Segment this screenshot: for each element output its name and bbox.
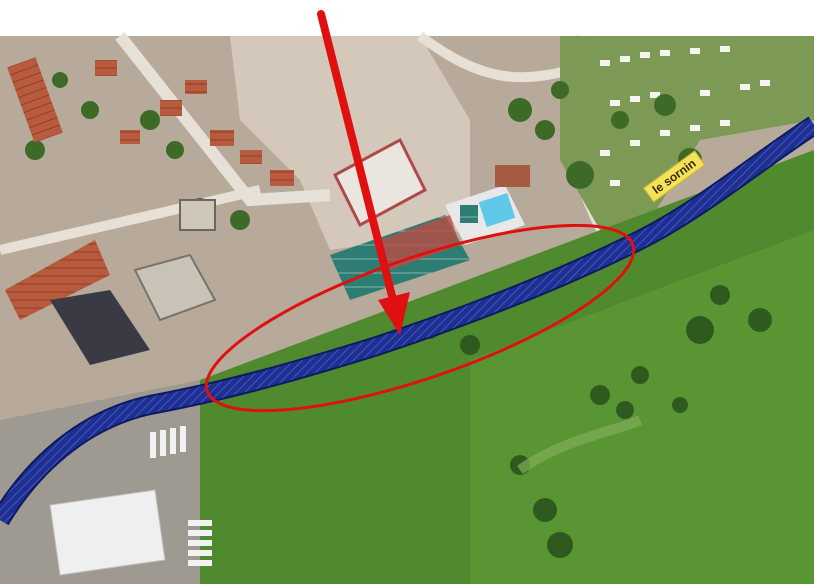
- road: [0, 185, 262, 255]
- parked-trailers: [150, 426, 212, 566]
- house-roofs: [7, 57, 294, 186]
- hedgerow-trees: [421, 285, 772, 558]
- campsite: [560, 36, 814, 230]
- warehouse-roof: [49, 489, 166, 576]
- tennis-court-clay: [380, 215, 460, 270]
- dark-roof-building: [50, 290, 150, 365]
- pool-building: [495, 165, 530, 187]
- swimming-pool: [478, 193, 516, 227]
- tree-canopy: [25, 72, 702, 230]
- grass-field-east: [470, 230, 814, 584]
- sports-hall-roof: [333, 137, 427, 228]
- building-roof: [133, 253, 217, 322]
- pointer-arrow-icon: [317, 10, 410, 335]
- caravans: [600, 46, 770, 186]
- small-building: [179, 199, 216, 231]
- road: [115, 32, 331, 207]
- pool-small: [460, 205, 478, 223]
- field-track: [517, 415, 643, 475]
- large-building-roof: [5, 240, 110, 320]
- river: [0, 118, 814, 525]
- top-margin: [0, 0, 814, 36]
- highlight-ellipse: [204, 223, 636, 413]
